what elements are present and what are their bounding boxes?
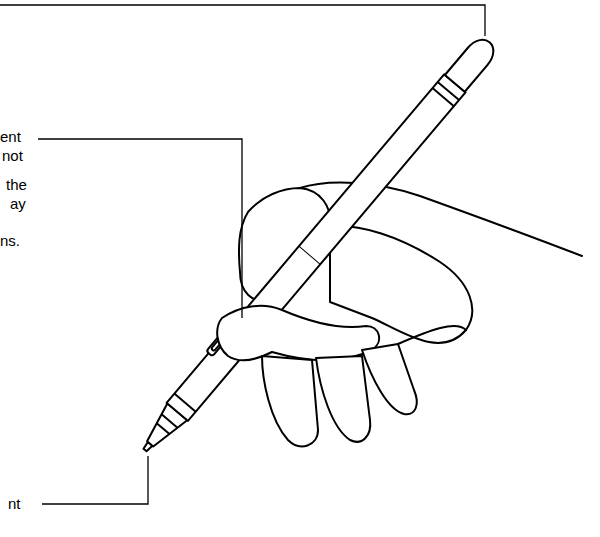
- pen-barrel: [167, 74, 466, 421]
- band: [174, 394, 195, 412]
- pen-eraser: [445, 34, 500, 92]
- band: [299, 246, 320, 264]
- callout-text: ns.: [0, 232, 20, 249]
- ring-finger: [316, 356, 370, 442]
- band: [162, 415, 177, 428]
- callout-text: not: [2, 147, 23, 164]
- middle-finger: [262, 356, 318, 446]
- hand-edge: [398, 326, 466, 344]
- little-finger: [362, 344, 417, 414]
- leader-line: [42, 456, 148, 504]
- band: [438, 82, 459, 100]
- leader-line: [38, 139, 242, 318]
- band: [157, 423, 169, 433]
- callout-text: ay: [10, 195, 26, 212]
- pen: [132, 31, 500, 459]
- band: [433, 88, 454, 106]
- callout-text: the: [6, 176, 27, 193]
- callout-text: nt: [8, 495, 21, 512]
- leader-line: [0, 5, 485, 36]
- callout-text: ent: [0, 128, 21, 145]
